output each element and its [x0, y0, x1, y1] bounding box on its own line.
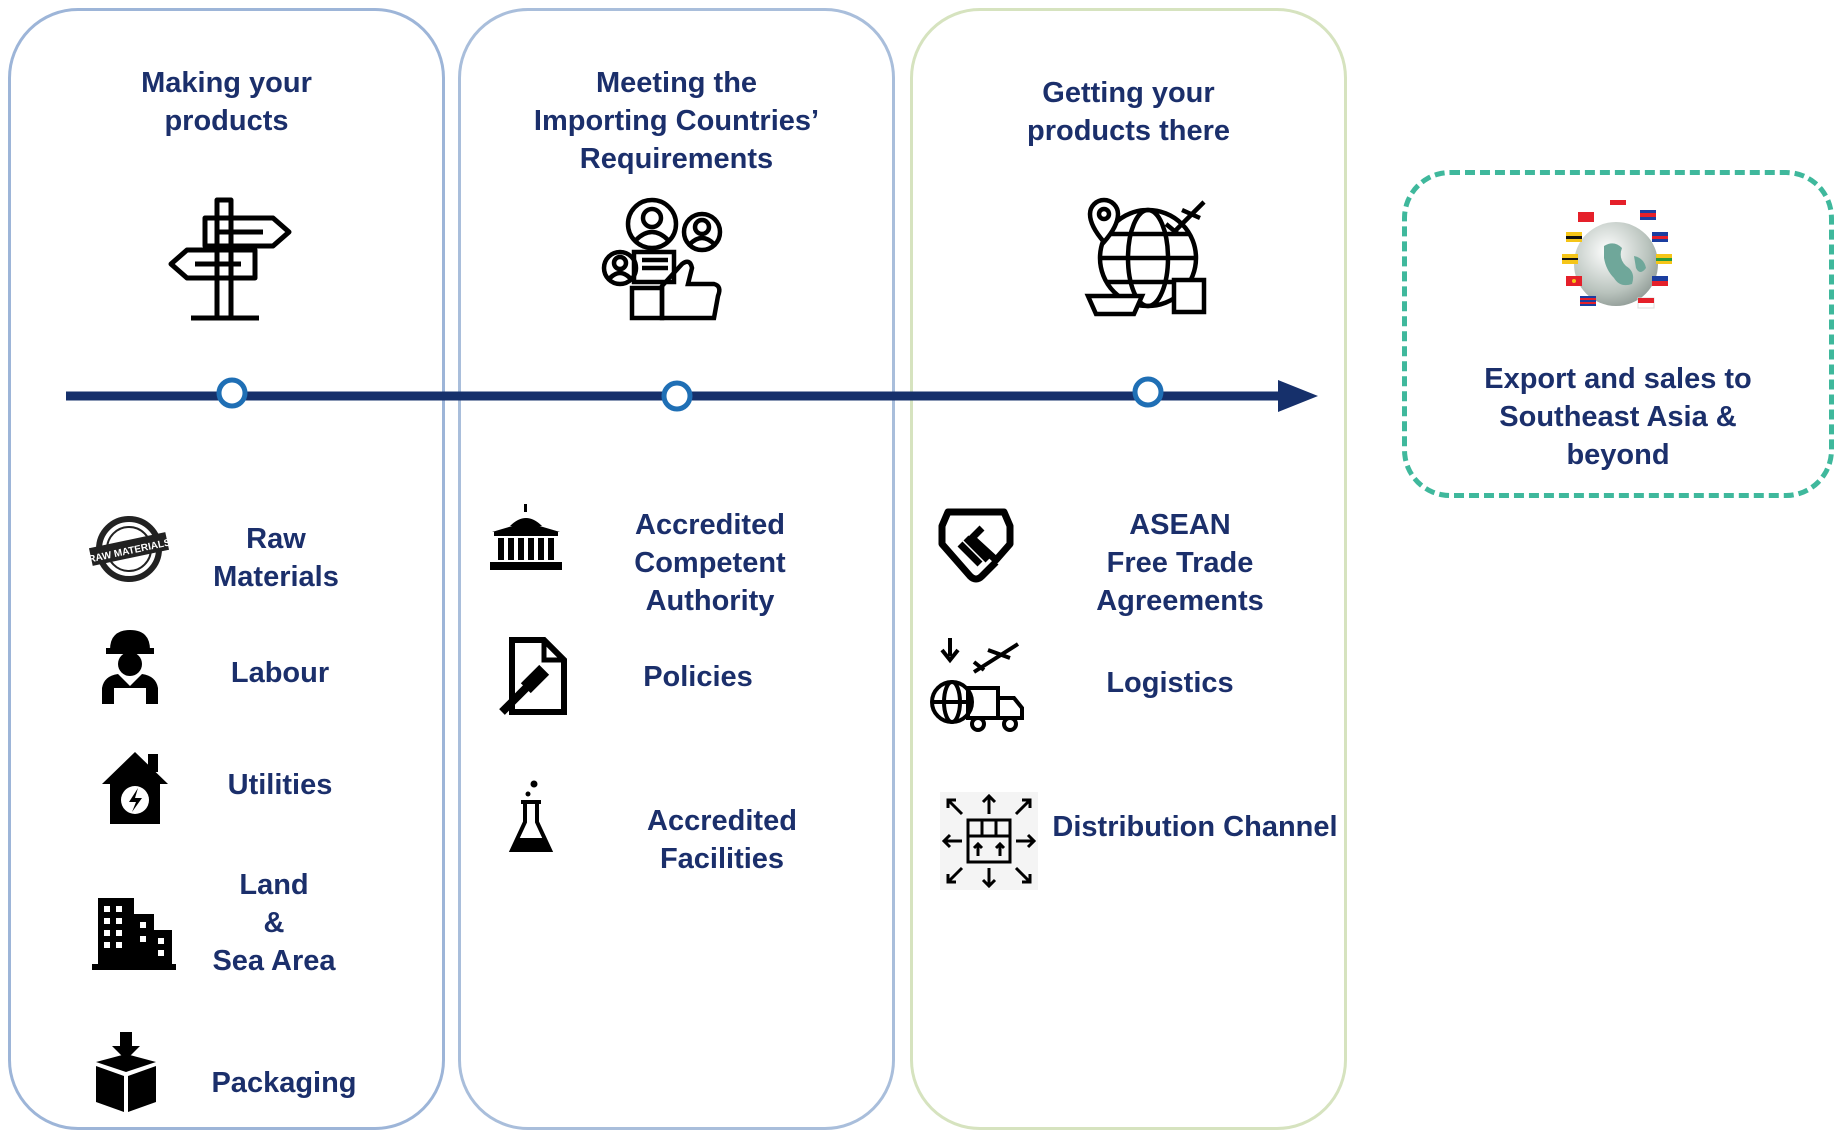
- globe-asean-flags-icon: [1562, 200, 1672, 309]
- global-shipping-icon: [1084, 197, 1207, 317]
- item-asean-fta-label: ASEAN Free Trade Agreements: [1096, 509, 1264, 617]
- item-raw-materials-label: Raw Materials: [213, 523, 339, 593]
- house-power-icon: [102, 752, 168, 824]
- item-packaging-label: Packaging: [211, 1067, 357, 1099]
- item-logistics-label: Logistics: [1106, 667, 1234, 699]
- item-land-sea-label: Land & Sea Area: [212, 869, 336, 977]
- item-policies-label: Policies: [643, 661, 753, 693]
- column-title-meeting: Meeting the Importing Countries’ Require…: [533, 67, 820, 175]
- buildings-icon: [92, 898, 176, 970]
- distribution-box-icon: [940, 792, 1038, 890]
- panel-getting-products-there: [910, 8, 1347, 1130]
- worker-icon: [102, 630, 158, 704]
- raw-materials-stamp-icon: RAW MATERIALS: [88, 516, 170, 582]
- box-download-icon: [96, 1032, 156, 1112]
- signpost-icon: [168, 197, 292, 321]
- item-distribution-channel-label: Distribution Channel: [1052, 811, 1338, 843]
- item-labour-label: Labour: [230, 657, 330, 689]
- destination-box: [1402, 170, 1834, 498]
- panel-making-products: [8, 8, 445, 1130]
- item-competent-authority-label: Accredited Competent Authority: [634, 509, 786, 617]
- column-title-making: Making your products: [141, 67, 312, 137]
- policy-document-gavel-icon: [499, 637, 567, 715]
- column-title-getting: Getting your products there: [1026, 77, 1231, 147]
- handshake-icon: [938, 508, 1014, 583]
- government-building-icon: [490, 504, 562, 570]
- item-accredited-facilities-label: Accredited Facilities: [647, 805, 797, 875]
- destination-label: Export and sales to Southeast Asia & bey…: [1484, 363, 1752, 471]
- approval-people-icon: [601, 197, 723, 321]
- logistics-icon: [930, 638, 1024, 732]
- lab-flask-icon: [508, 780, 554, 852]
- item-utilities-label: Utilities: [227, 769, 333, 801]
